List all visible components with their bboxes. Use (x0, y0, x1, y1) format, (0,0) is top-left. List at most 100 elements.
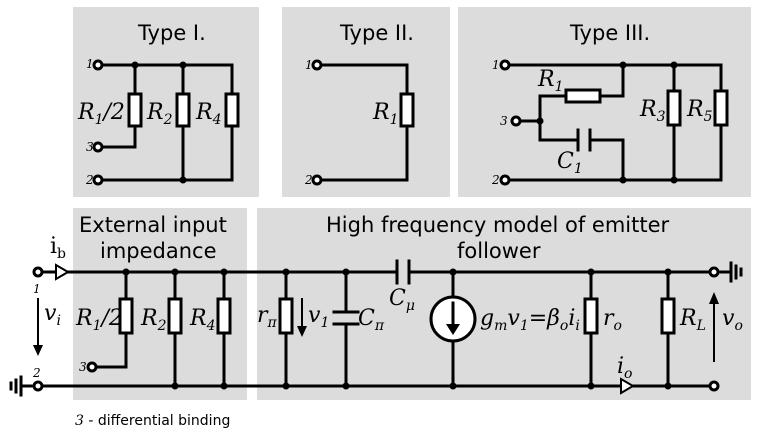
ext-resistor-r1half (118, 297, 134, 335)
input-terminal-1 (32, 266, 44, 278)
label-r1-half: R1/2 (75, 306, 123, 334)
voltage-arrow-vo (709, 292, 719, 362)
input-terminal-3 (86, 361, 98, 373)
label-vi: vi (44, 301, 61, 329)
bottom-wires (39, 259, 713, 388)
current-arrow-io (620, 377, 635, 395)
hf-title-line2: follower (457, 239, 541, 263)
label-r4: R4 (195, 100, 222, 128)
label-r-l: RL (679, 306, 706, 334)
type2-title: Type II. (339, 21, 414, 45)
pin-label: 1 (492, 58, 500, 72)
type3-resistor-r1 (564, 88, 602, 104)
ground-icon (9, 375, 33, 397)
label-r1: R1 (537, 67, 564, 95)
node (449, 268, 457, 276)
label-r-pi: rπ (257, 303, 278, 331)
type3-node (536, 117, 544, 125)
type3-node (670, 176, 678, 184)
pin-label: 3 (500, 114, 508, 128)
type1-terminal-3 (92, 141, 104, 153)
label-ib: ib (50, 234, 66, 262)
node (664, 382, 672, 390)
type1-resistor-r4 (224, 92, 240, 128)
node (122, 268, 130, 276)
type1-terminal-2 (92, 174, 104, 186)
label-c-mu: Cμ (389, 286, 415, 314)
resistor-r-pi (278, 297, 294, 335)
label-r3: R3 (639, 97, 666, 125)
type3-node (670, 61, 678, 69)
current-source-arrow-head (446, 324, 460, 335)
type2-panel (282, 7, 450, 197)
resistor-r-o (583, 297, 599, 335)
type3-terminal-2 (499, 174, 511, 186)
type2-terminal-1 (311, 59, 323, 71)
node (171, 382, 179, 390)
label-r2: R2 (146, 100, 173, 128)
node (587, 382, 595, 390)
node (282, 268, 290, 276)
resistor-r-l (660, 297, 676, 335)
type2-resistor-r1 (399, 92, 415, 128)
node (220, 382, 228, 390)
current-arrow-ib (55, 263, 70, 281)
type3-terminal-1 (499, 59, 511, 71)
output-terminal-top (708, 266, 720, 278)
node (220, 268, 228, 276)
node (171, 268, 179, 276)
voltage-arrow-v1 (297, 298, 307, 337)
type1-resistor-r1half (127, 92, 143, 128)
type3-title: Type III. (569, 21, 650, 45)
label-r1-half: R1/2 (77, 100, 125, 128)
pin-label: 1 (86, 57, 94, 71)
label-r4: R4 (189, 306, 216, 334)
label-gm-equation: gmv1=βoii (480, 306, 580, 334)
node (449, 382, 457, 390)
ground-icon (719, 261, 743, 283)
pin-label: 3 (86, 140, 94, 154)
type3-resistor-r5 (713, 89, 729, 127)
label-vo: vo (722, 306, 743, 334)
external-title-line2: impedance (100, 239, 217, 263)
pin-label: 2 (304, 173, 313, 187)
type3-terminal-3 (510, 115, 522, 127)
label-v1: v1 (308, 303, 329, 331)
type3-resistor-r3 (666, 89, 682, 127)
type1-node (179, 61, 187, 69)
ext-resistor-r2 (167, 297, 183, 335)
type2-wires (318, 63, 409, 182)
pin-label: 1 (33, 282, 41, 296)
type1-title: Type I. (137, 21, 206, 45)
type2-terminal-2 (311, 174, 323, 186)
type1-resistor-r2 (175, 92, 191, 128)
type3-node (619, 176, 627, 184)
label-r1: R1 (372, 100, 399, 128)
type3-node (619, 61, 627, 69)
type3-wires (506, 63, 723, 182)
type1-terminal-1 (92, 59, 104, 71)
pin-label: 2 (85, 173, 94, 187)
node (342, 382, 350, 390)
label-c-pi: Cπ (358, 306, 385, 334)
label-c1: C1 (557, 149, 583, 177)
output-terminal-bottom (708, 380, 720, 392)
ext-resistor-r4 (216, 297, 232, 335)
node (587, 268, 595, 276)
external-title-line1: External input (79, 213, 227, 237)
node (282, 382, 290, 390)
label-r2: R2 (140, 306, 167, 334)
pin-label: 1 (305, 58, 313, 72)
type3-panel (458, 7, 751, 197)
input-terminal-2 (32, 380, 44, 392)
type1-wires (99, 63, 234, 182)
type1-node (179, 176, 187, 184)
node (342, 268, 350, 276)
pin-label: 3 (79, 360, 87, 374)
hf-title-line1: High frequency model of emitter (326, 213, 670, 237)
footnote: 3 - differential binding (75, 413, 230, 429)
voltage-arrow-vi (33, 298, 43, 356)
label-r-o: ro (603, 306, 622, 334)
